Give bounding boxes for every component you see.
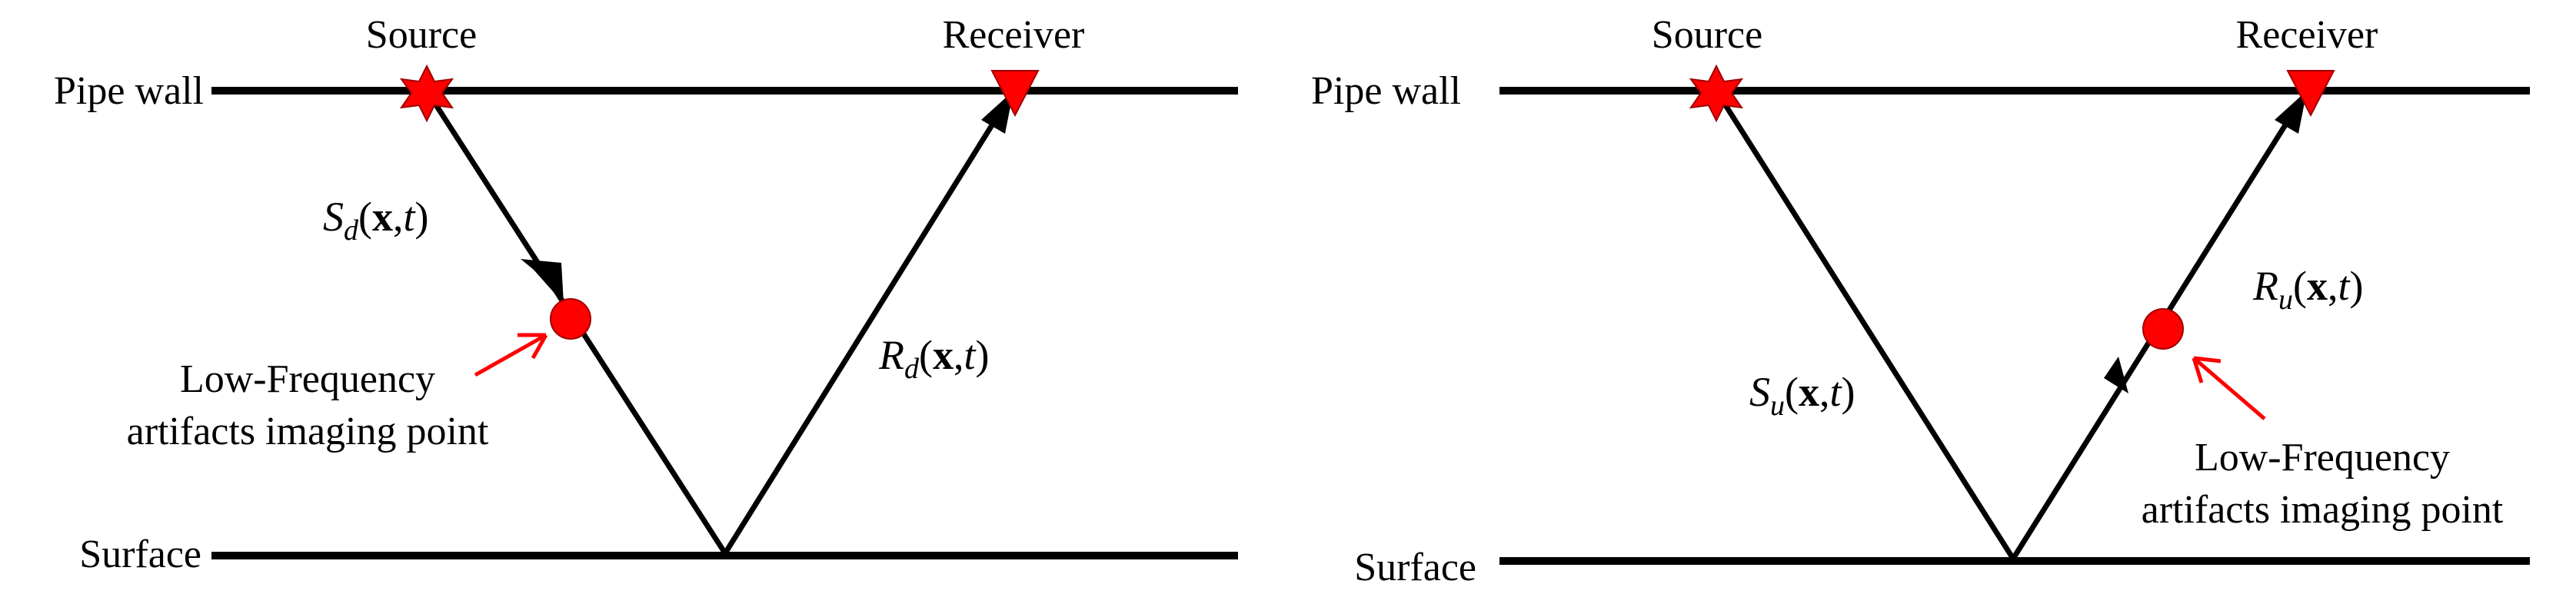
pipe-wall-label: Pipe wall bbox=[1311, 69, 1461, 113]
sd-label: Sd(x,t) bbox=[323, 194, 428, 247]
left-panel: Source Receiver Pipe wall Surface Low-Fr… bbox=[54, 13, 1238, 576]
su-label: Su(x,t) bbox=[1749, 369, 1855, 422]
arrowhead-ru-receiver bbox=[2275, 91, 2307, 134]
rd-label: Rd(x,t) bbox=[878, 332, 989, 385]
receiver-triangle-icon bbox=[990, 70, 1040, 118]
imaging-point-circle bbox=[2142, 308, 2184, 350]
receiver-label: Receiver bbox=[2236, 13, 2378, 57]
ray-source-down bbox=[1714, 89, 2015, 560]
surface-label: Surface bbox=[1354, 546, 1476, 589]
surface-label: Surface bbox=[79, 533, 201, 576]
pipe-wall-label: Pipe wall bbox=[54, 69, 204, 113]
arrowhead-rd-receiver bbox=[981, 91, 1013, 134]
low-freq-label-line2: artifacts imaging point bbox=[2142, 488, 2504, 532]
source-label: Source bbox=[1652, 13, 1762, 57]
receiver-label: Receiver bbox=[943, 13, 1085, 57]
source-star-icon bbox=[399, 64, 454, 123]
ru-label: Ru(x,t) bbox=[2252, 263, 2363, 316]
callout-arrow-icon bbox=[2192, 356, 2266, 420]
arrowhead-su bbox=[2104, 357, 2128, 393]
right-panel: Source Receiver Pipe wall Surface Low-Fr… bbox=[1311, 13, 2530, 589]
imaging-point-circle bbox=[550, 298, 591, 340]
low-freq-label-line2: artifacts imaging point bbox=[127, 410, 489, 453]
arrowhead-sd bbox=[521, 259, 564, 304]
source-star-icon bbox=[1689, 64, 1744, 123]
receiver-triangle-icon bbox=[2286, 70, 2335, 118]
low-freq-label-line1: Low-Frequency bbox=[2195, 436, 2450, 480]
ray-up-receiver bbox=[723, 89, 1016, 555]
source-label: Source bbox=[366, 13, 477, 57]
low-freq-label-line1: Low-Frequency bbox=[180, 357, 435, 401]
callout-arrow-icon bbox=[474, 333, 548, 377]
